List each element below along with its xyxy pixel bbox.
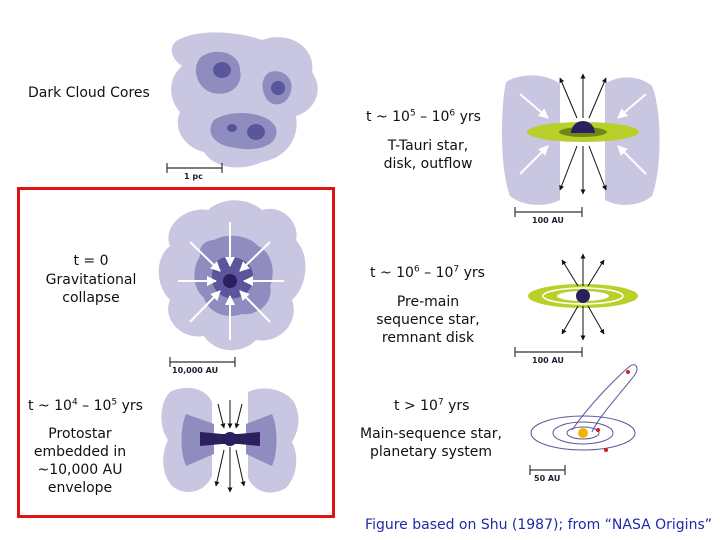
scale-bar-system	[529, 465, 566, 475]
scale-bar-collapse	[169, 357, 236, 367]
main-sequence-desc: Main-sequence star,planetary system	[360, 426, 502, 460]
scale-bar-premain	[514, 347, 583, 357]
figure-credit: Figure based on Shu (1987); from “NASA O…	[365, 517, 712, 533]
dark-cloud-label: Dark Cloud Cores	[28, 85, 150, 101]
scale-label-premain: 100 AU	[532, 356, 564, 365]
collapse-image	[158, 200, 306, 351]
scale-label-collapse: 10,000 AU	[172, 366, 219, 375]
main-sequence-time: t > 107 yrs	[394, 397, 470, 414]
scale-label-system: 50 AU	[534, 474, 561, 483]
scale-label-ttauri: 100 AU	[532, 216, 564, 225]
scale-label-cloud: 1 pc	[184, 172, 203, 181]
collapse-time: t = 0	[73, 253, 109, 269]
ttauri-desc: T-Tauri star,disk, outflow	[383, 138, 473, 172]
scale-bar-cloud	[166, 163, 223, 173]
premain-time: t ~ 106 – 107 yrs	[370, 264, 485, 281]
scale-bar-ttauri	[514, 207, 583, 217]
protostar-image	[161, 387, 299, 493]
highlight-frame	[17, 187, 335, 518]
ttauri-image	[501, 73, 660, 205]
premain-image	[528, 253, 638, 341]
ttauri-time: t ~ 105 – 106 yrs	[366, 108, 481, 125]
protostar-time: t ~ 104 – 105 yrs	[28, 397, 143, 414]
planetary-system-image	[530, 364, 638, 452]
dark-cloud-image	[171, 32, 318, 168]
